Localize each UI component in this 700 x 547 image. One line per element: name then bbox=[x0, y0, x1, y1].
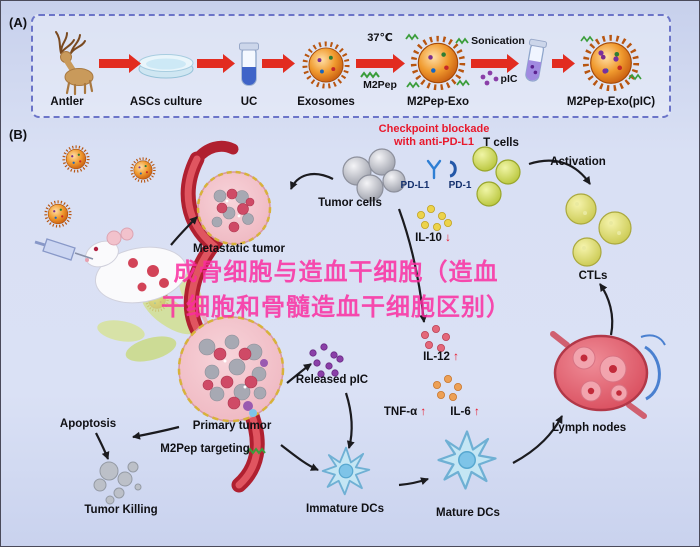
pd-1-label: PD-1 bbox=[448, 180, 472, 191]
primary-tumor-art bbox=[177, 315, 285, 423]
tumor-killing-label: Tumor Killing bbox=[84, 504, 158, 516]
process-arrows bbox=[99, 54, 575, 73]
pd-1-icon bbox=[449, 160, 457, 178]
tnf-il6-dots bbox=[432, 374, 462, 401]
m2pep-squiggle bbox=[360, 71, 380, 79]
checkpoint-note-line1: Checkpoint blockade bbox=[378, 123, 490, 135]
il10-label: IL-10 ↓ bbox=[415, 232, 451, 244]
tnf-arrow: ↑ bbox=[420, 406, 427, 418]
tumor-cells-art bbox=[342, 148, 406, 202]
t-cells-art bbox=[472, 146, 521, 207]
apoptotic-cell bbox=[93, 461, 142, 505]
uc-tube-icon bbox=[239, 42, 259, 86]
il12-name: IL-12 bbox=[423, 351, 450, 363]
exosome-particle bbox=[130, 157, 156, 183]
exosome-icon bbox=[305, 44, 347, 86]
lymph-node-art bbox=[550, 331, 666, 419]
m2pep-exo-pic-icon bbox=[580, 37, 642, 88]
deer-icon bbox=[55, 31, 94, 96]
pd-l1-icon bbox=[426, 159, 442, 180]
il12-label: IL-12 ↑ bbox=[423, 351, 459, 363]
mature-dcs-label: Mature DCs bbox=[436, 507, 500, 519]
step-label-antler: Antler bbox=[50, 96, 84, 108]
step-label-uc: UC bbox=[240, 96, 258, 108]
panel-b-art bbox=[34, 140, 666, 505]
tnf-name: TNF-α bbox=[383, 406, 418, 418]
checkpoint-note-line2: with anti-PD-L1 bbox=[393, 136, 475, 148]
mature-dc-icon bbox=[437, 430, 497, 490]
il12-dots bbox=[420, 324, 450, 352]
metastatic-tumor-label: Metastatic tumor bbox=[192, 243, 286, 255]
step-label-ascs-culture: ASCs culture bbox=[129, 96, 203, 108]
pic-label: pIC bbox=[500, 73, 518, 85]
exosome-particle bbox=[62, 145, 90, 173]
released-pic-label: Released pIC bbox=[295, 374, 369, 386]
step-label-exosomes: Exosomes bbox=[297, 96, 355, 108]
panel-a-label: (A) bbox=[9, 15, 28, 30]
primary-tumor-label: Primary tumor bbox=[192, 420, 272, 432]
metastatic-tumor-art bbox=[196, 170, 272, 246]
sonication-tube-icon bbox=[525, 38, 548, 82]
pic-dots bbox=[480, 70, 499, 86]
il10-dots bbox=[416, 204, 452, 231]
mouse bbox=[85, 227, 211, 345]
il10-name: IL-10 bbox=[415, 232, 442, 244]
m2pep-exo-icon bbox=[405, 33, 470, 87]
il6-label: IL-6 ↑ bbox=[450, 406, 479, 418]
t-cells-label: T cells bbox=[483, 137, 519, 149]
flow-arrows bbox=[95, 159, 614, 487]
il10-arrow: ↓ bbox=[445, 232, 451, 244]
panel-a-art bbox=[55, 31, 642, 96]
sonication-label: Sonication bbox=[471, 35, 525, 47]
il6-arrow: ↑ bbox=[473, 406, 480, 418]
immature-dcs-label: Immature DCs bbox=[306, 503, 384, 515]
il6-name: IL-6 bbox=[450, 406, 471, 418]
pd-l1-label: PD-L1 bbox=[400, 180, 430, 191]
blood-vessel bbox=[180, 140, 265, 493]
activation-label: Activation bbox=[550, 156, 606, 168]
il12-arrow: ↑ bbox=[453, 351, 459, 363]
step-label-m2pep-exo-pic: M2Pep-Exo(pIC) bbox=[566, 96, 656, 108]
petri-dish-icon bbox=[138, 54, 194, 79]
temperature-label: 37℃ bbox=[367, 32, 393, 44]
lymph-nodes-label: Lymph nodes bbox=[551, 422, 627, 434]
m2pep-label: M2Pep bbox=[363, 79, 397, 91]
immature-dc-icon bbox=[321, 446, 371, 496]
watermark-line2: 干细胞和骨髓造血干细胞区别） bbox=[161, 294, 511, 321]
m2pep-targeting-label: M2Pep targeting bbox=[160, 443, 250, 455]
released-pic-dots bbox=[309, 343, 344, 378]
syringe-icon bbox=[34, 238, 94, 261]
ctls-label: CTLs bbox=[578, 270, 608, 282]
checkpoint-note: Checkpoint blockade with anti-PD-L1 bbox=[379, 123, 490, 149]
apoptosis-label: Apoptosis bbox=[59, 418, 117, 430]
ctl-cells-art bbox=[565, 193, 632, 267]
tumor-cells-label: Tumor cells bbox=[318, 197, 382, 209]
exosome-particle bbox=[44, 200, 72, 228]
watermark-line1: 成骨细胞与造血干细胞（造血 bbox=[173, 259, 499, 286]
panel-b-label: (B) bbox=[9, 127, 28, 142]
step-label-m2pep-exo: M2Pep-Exo bbox=[407, 96, 469, 108]
watermark: 成骨细胞与造血干细胞（造血 干细胞和骨髓造血干细胞区别） bbox=[161, 255, 511, 325]
m2pep-targeting-squiggle bbox=[246, 447, 266, 455]
tnf-label: TNF-α ↑ bbox=[384, 406, 426, 418]
